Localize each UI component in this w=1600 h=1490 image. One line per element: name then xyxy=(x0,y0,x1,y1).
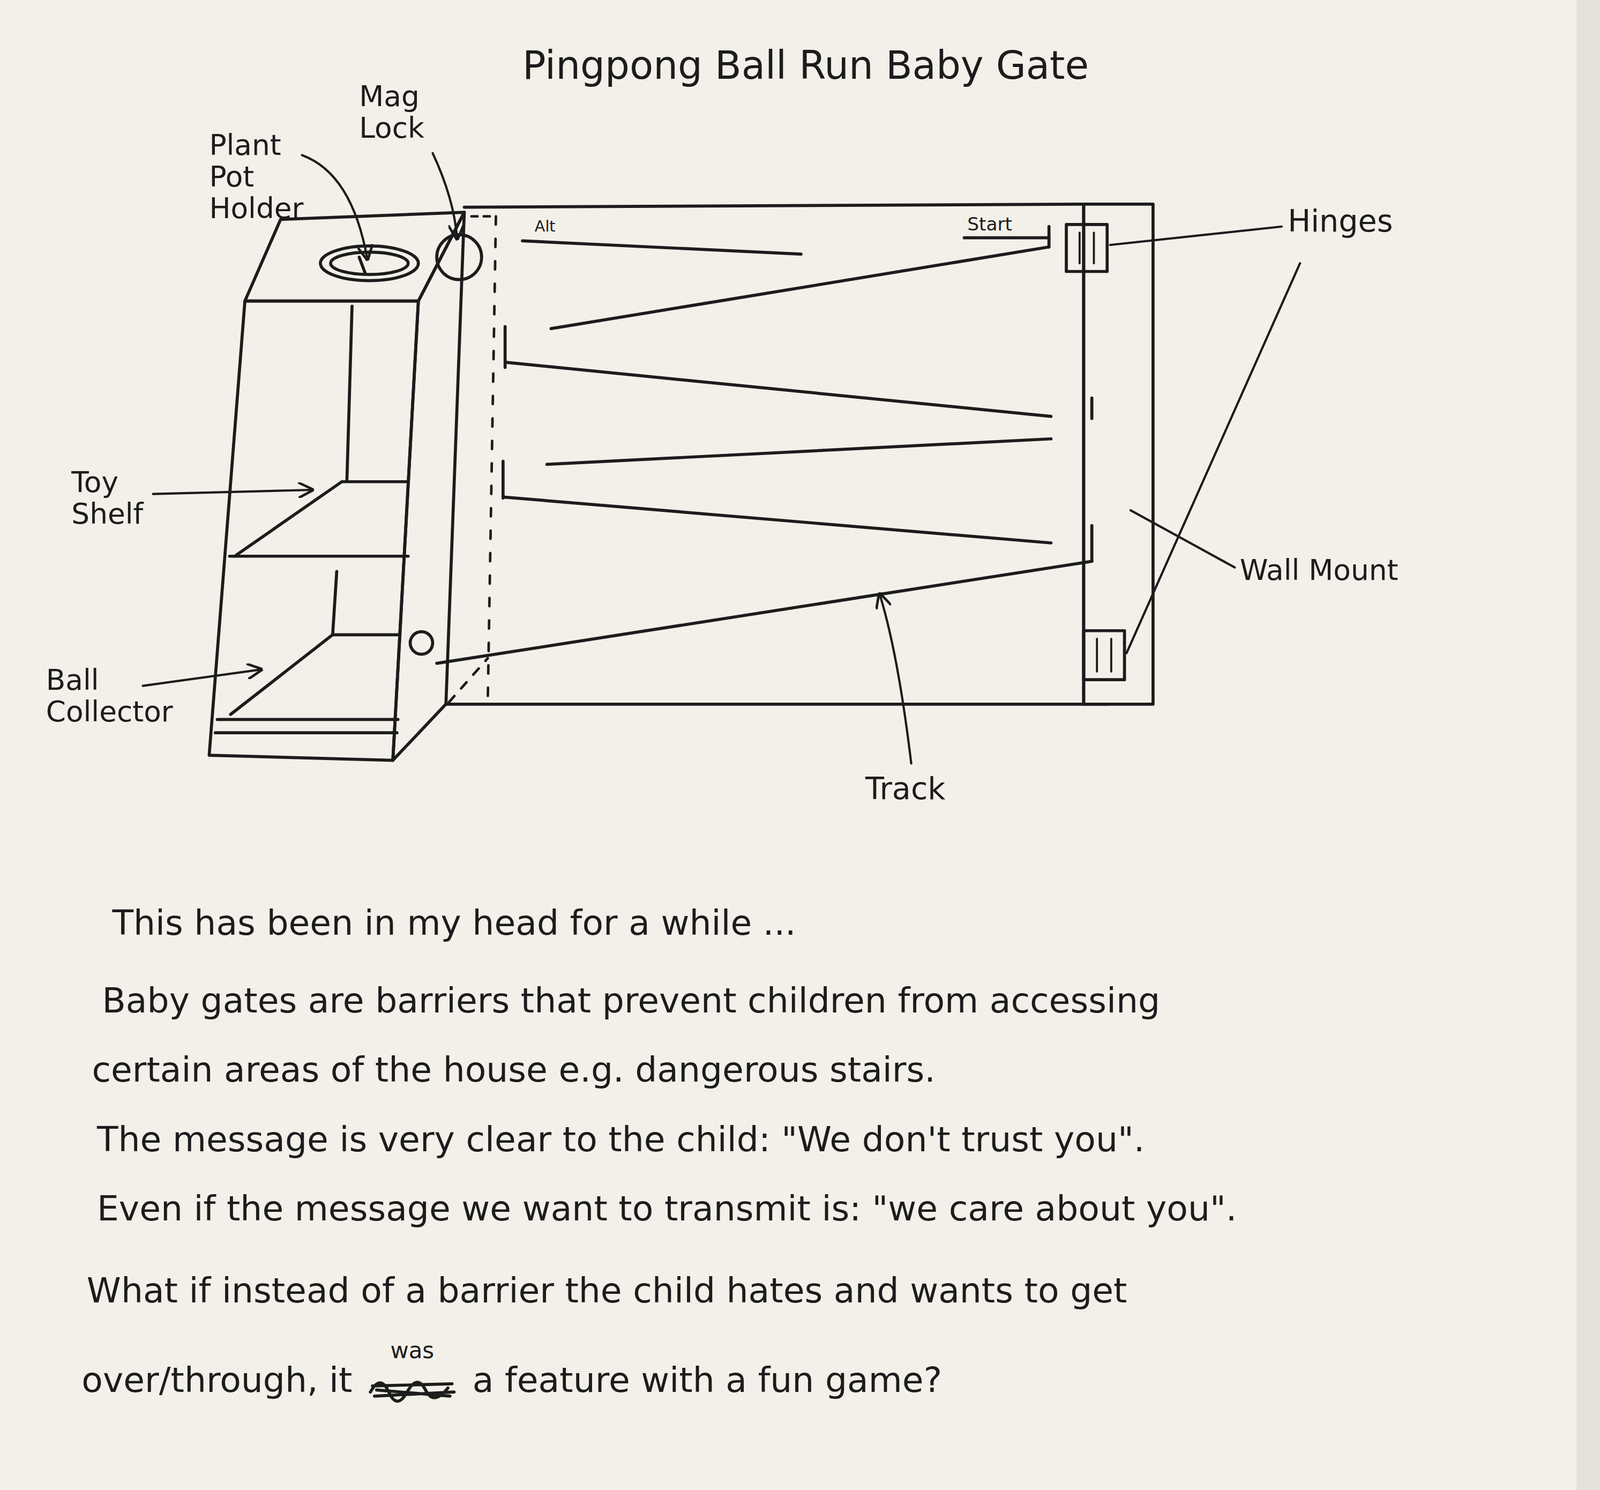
sketch-stroke xyxy=(879,593,912,764)
part-label: Toy Shelf xyxy=(71,467,163,530)
sketch-stroke xyxy=(449,658,488,702)
sketch-stroke xyxy=(550,247,1049,329)
correction-word: was xyxy=(390,1338,435,1364)
note-line: Even if the message we want to transmit … xyxy=(96,1189,1237,1228)
crossed-out-word xyxy=(366,1365,459,1407)
sketch-stroke xyxy=(464,204,1084,208)
note-line: a feature with a fun game? xyxy=(472,1361,942,1400)
sketch-stroke xyxy=(359,257,365,274)
sketch-stroke xyxy=(487,216,496,702)
sketch-stroke xyxy=(1090,398,1094,419)
sketch-stroke xyxy=(244,212,465,302)
sketch-stroke xyxy=(1130,510,1235,568)
part-label: Plant Pot Holder xyxy=(208,130,306,226)
sketch-stroke xyxy=(436,234,482,280)
sketch-stroke xyxy=(1110,226,1282,245)
sketch-stroke xyxy=(143,153,1301,764)
sketch-stroke xyxy=(208,204,1154,761)
part-label: Mag Lock xyxy=(359,81,441,145)
sketch-stroke xyxy=(332,571,338,635)
sketch-stroke xyxy=(471,214,497,218)
sketch-stroke xyxy=(503,496,1052,543)
note-line: This has been in my head for a while ... xyxy=(111,903,796,942)
sketch-title: Pingpong Ball Run Baby Gate xyxy=(522,45,1089,88)
sketch-stroke xyxy=(330,251,409,275)
sketch-stroke xyxy=(346,305,353,480)
part-label: Ball Collector xyxy=(46,664,200,728)
sketch-stroke xyxy=(1047,226,1051,248)
sketch-stroke xyxy=(1090,525,1094,562)
note-line: certain areas of the house e.g. dangerou… xyxy=(91,1050,936,1089)
sketch-stroke xyxy=(153,489,313,495)
sketch-stroke xyxy=(208,301,418,761)
part-label: Hinges xyxy=(1287,204,1393,238)
note-line: Baby gates are barriers that prevent chi… xyxy=(101,981,1161,1020)
sketch-stroke xyxy=(522,240,802,254)
sketch-stroke xyxy=(410,631,433,655)
sketch-stroke xyxy=(370,1381,454,1401)
sketch-stroke xyxy=(436,561,1093,663)
track-label: Alt xyxy=(534,218,556,235)
sketch-stroke xyxy=(1126,263,1300,653)
sketch-stroke xyxy=(1083,630,1125,680)
sketch-stroke xyxy=(229,554,408,558)
sketch-stroke xyxy=(230,634,333,715)
note-line: The message is very clear to the child: … xyxy=(96,1120,1145,1159)
sketch-stroke xyxy=(547,438,1052,465)
sketch-stroke xyxy=(501,461,505,499)
sketch-stroke xyxy=(964,236,1050,240)
sketch-stroke xyxy=(302,154,368,259)
part-label: Wall Mount xyxy=(1239,555,1399,587)
sketch-stroke xyxy=(1066,224,1108,272)
sketch-stroke xyxy=(341,480,407,484)
sketch-stroke xyxy=(215,730,398,735)
part-label: Track xyxy=(865,771,946,806)
sketch-stroke xyxy=(1093,232,1096,264)
sketch-stroke xyxy=(445,702,1108,706)
sketch-stroke xyxy=(1095,638,1098,672)
sketch-stroke xyxy=(1576,0,1600,1490)
sketch-stroke xyxy=(432,153,458,239)
sketch-stroke xyxy=(143,669,262,686)
sketch-stroke xyxy=(1078,232,1081,264)
sketch-stroke xyxy=(234,481,342,557)
sketch-stroke xyxy=(332,633,401,637)
note-line: What if instead of a barrier the child h… xyxy=(86,1271,1128,1310)
track-label: Start xyxy=(967,214,1013,235)
sketch-stroke xyxy=(1110,638,1113,672)
sketch-stroke xyxy=(1083,204,1153,705)
note-line: over/through, it xyxy=(81,1361,353,1400)
sketch-stroke xyxy=(505,362,1052,417)
sketch-stroke xyxy=(320,245,419,281)
sketch-stroke xyxy=(392,212,465,761)
sketch-stroke xyxy=(217,718,399,722)
